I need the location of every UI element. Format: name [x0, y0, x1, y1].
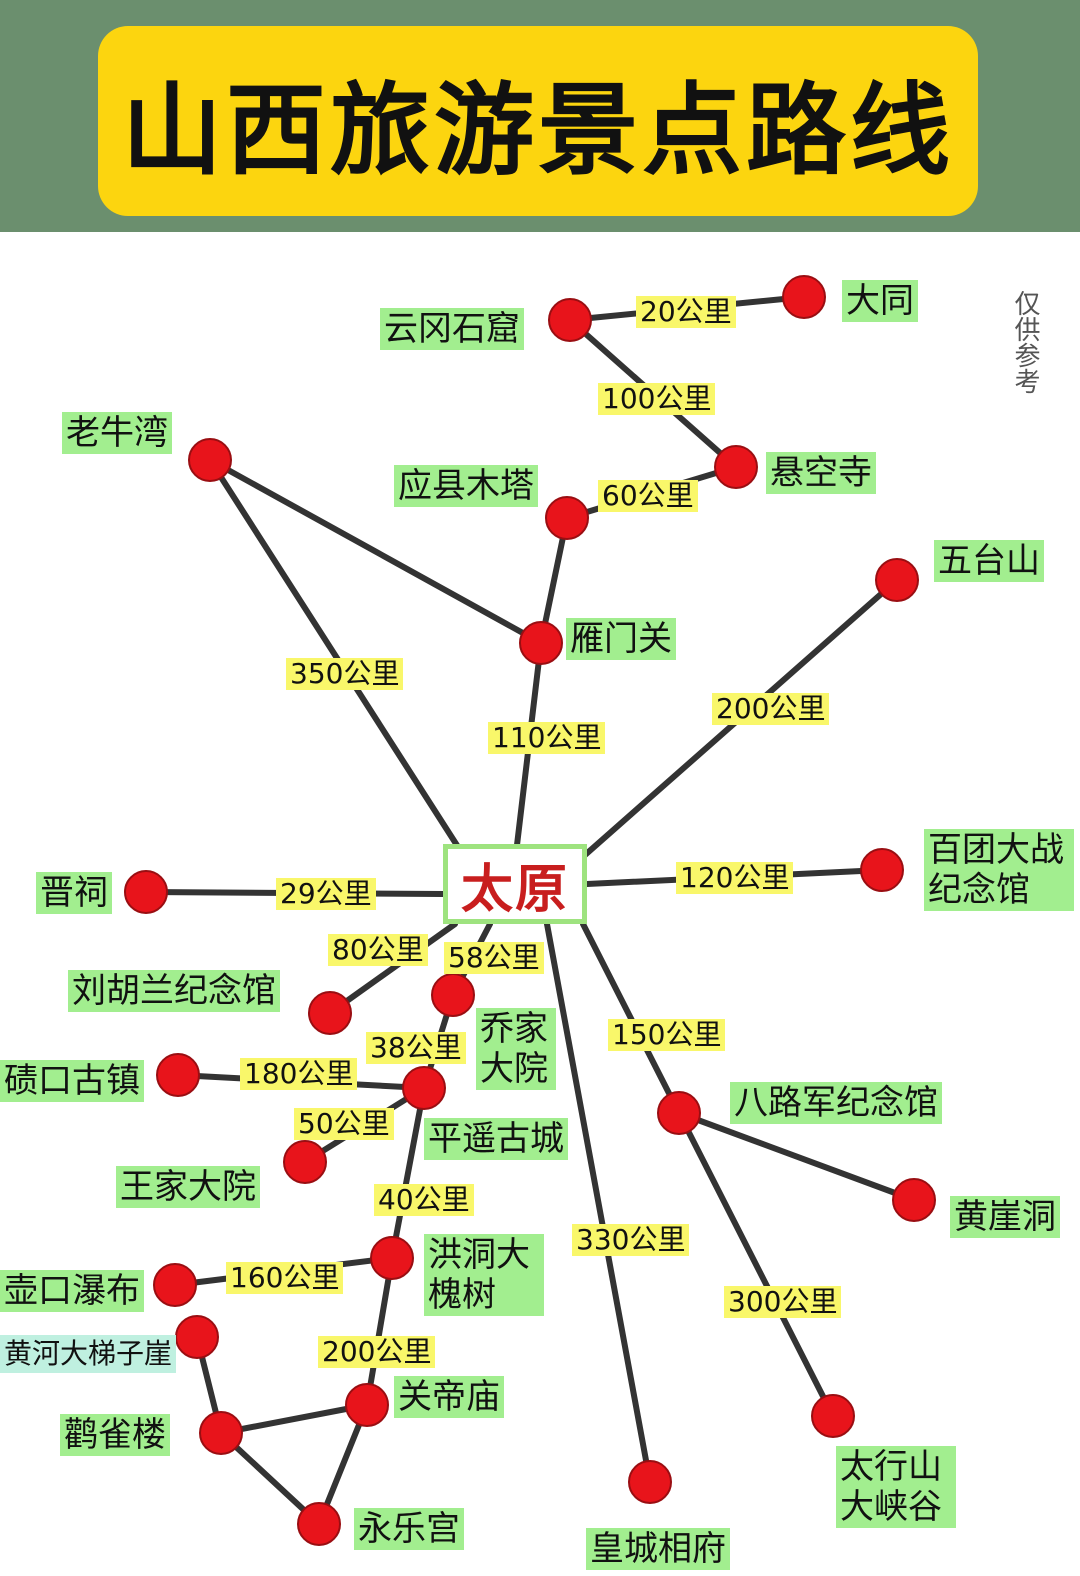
place-label-taihang: 太行山大峡谷 [836, 1446, 956, 1528]
distance-taiyuan-huangcheng: 330公里 [572, 1224, 690, 1256]
node-baituan [860, 848, 904, 892]
place-label-huangcheng: 皇城相府 [586, 1528, 730, 1570]
distance-taiyuan-baituan: 120公里 [676, 862, 794, 894]
node-guandi [345, 1383, 389, 1427]
node-qikou [156, 1053, 200, 1097]
place-label-hongdong: 洪洞大槐树 [424, 1234, 544, 1316]
route-laoniuwan-taiyuan [207, 457, 463, 853]
place-label-baituan: 百团大战纪念馆 [924, 829, 1074, 911]
node-jinci [124, 870, 168, 914]
distance-taiyuan-yanmen: 110公里 [488, 722, 606, 754]
distance-taiyuan-balujun: 150公里 [608, 1019, 726, 1051]
route-balujun-huangya [676, 1110, 917, 1203]
node-pingyao [402, 1066, 446, 1110]
distance-qiaojia-pingyao: 38公里 [366, 1032, 466, 1064]
distance-taiyuan-qiaojia: 58公里 [444, 942, 544, 974]
place-label-qiaojia: 乔家大院 [476, 1008, 556, 1090]
route-liuhulan-taiyuan [327, 921, 458, 1016]
node-hongdong [370, 1236, 414, 1280]
route-balujun-taihang [676, 1110, 836, 1419]
distance-hukou-hongdong: 160公里 [226, 1262, 344, 1294]
distance-taiyuan-wutai: 200公里 [712, 693, 830, 725]
place-label-pingyao: 平遥古城 [424, 1118, 568, 1160]
place-label-wutai: 五台山 [934, 540, 1044, 582]
center-label: 太原 [460, 859, 569, 920]
route-laoniuwan-yanmen [207, 457, 544, 646]
route-pingyao-hongdong [389, 1085, 427, 1261]
distance-qikou-pingyao: 180公里 [240, 1058, 358, 1090]
place-label-queque: 鹳雀楼 [60, 1414, 170, 1456]
place-label-yanmen: 雁门关 [566, 618, 676, 660]
route-queque-yongle [218, 1430, 322, 1527]
node-datong [782, 275, 826, 319]
distance-taiyuan-liuhulan: 80公里 [328, 934, 428, 966]
place-label-liuhulan: 刘胡兰纪念馆 [68, 970, 280, 1012]
place-label-datong: 大同 [842, 280, 918, 322]
node-wutai [875, 558, 919, 602]
place-label-hukou: 壶口瀑布 [0, 1270, 144, 1312]
node-yongle [297, 1502, 341, 1546]
distance-yingxian-xuankong: 60公里 [598, 480, 698, 512]
route-queque-guandi [218, 1402, 370, 1436]
node-hukou [153, 1263, 197, 1307]
distance-hongdong-guandi: 200公里 [318, 1336, 436, 1368]
node-yanmen [519, 621, 563, 665]
header: 山西旅游景点路线 [0, 0, 1080, 232]
place-label-qikou: 碛口古镇 [0, 1060, 144, 1102]
distance-pingyao-wangjia: 50公里 [294, 1108, 394, 1140]
place-label-yingxian: 应县木塔 [394, 465, 538, 507]
place-label-balujun: 八路军纪念馆 [730, 1082, 942, 1124]
place-label-tizi: 黄河大梯子崖 [0, 1335, 177, 1373]
place-label-wangjia: 王家大院 [116, 1166, 260, 1208]
node-huangcheng [628, 1460, 672, 1504]
reference-note: 仅供参考 [1010, 290, 1040, 394]
node-yingxian [545, 496, 589, 540]
node-taihang [811, 1394, 855, 1438]
route-taiyuan-balujun [580, 921, 682, 1116]
place-label-jinci: 晋祠 [36, 872, 112, 914]
node-yungang [548, 298, 592, 342]
place-label-laoniuwan: 老牛湾 [62, 412, 172, 454]
route-taiyuan-huangcheng [544, 921, 653, 1485]
node-liuhulan [308, 991, 352, 1035]
place-label-xuankong: 悬空寺 [766, 452, 876, 494]
distance-yungang-datong: 20公里 [636, 296, 736, 328]
place-label-yungang: 云冈石窟 [380, 308, 524, 350]
distance-taiyuan-jinci: 29公里 [276, 878, 376, 910]
title-banner: 山西旅游景点路线 [98, 26, 978, 216]
node-huangya [892, 1178, 936, 1222]
distance-pingyao-hongdong: 40公里 [374, 1184, 474, 1216]
place-label-guandi: 关帝庙 [394, 1376, 504, 1418]
place-label-yongle: 永乐宫 [354, 1508, 464, 1550]
center-node-taiyuan: 太原 [443, 844, 587, 924]
node-tizi [175, 1315, 219, 1359]
map-title: 山西旅游景点路线 [122, 71, 954, 189]
place-label-huangya: 黄崖洞 [950, 1196, 1060, 1238]
distance-taiyuan-laoniuwan: 350公里 [286, 658, 404, 690]
distance-yungang-xuankong: 100公里 [598, 383, 716, 415]
node-queque [199, 1411, 243, 1455]
node-xuankong [714, 445, 758, 489]
node-qiaojia [431, 973, 475, 1017]
route-hongdong-guandi [364, 1255, 395, 1408]
node-balujun [657, 1091, 701, 1135]
node-laoniuwan [188, 438, 232, 482]
distance-balujun-taihang: 300公里 [724, 1286, 842, 1318]
node-wangjia [283, 1140, 327, 1184]
